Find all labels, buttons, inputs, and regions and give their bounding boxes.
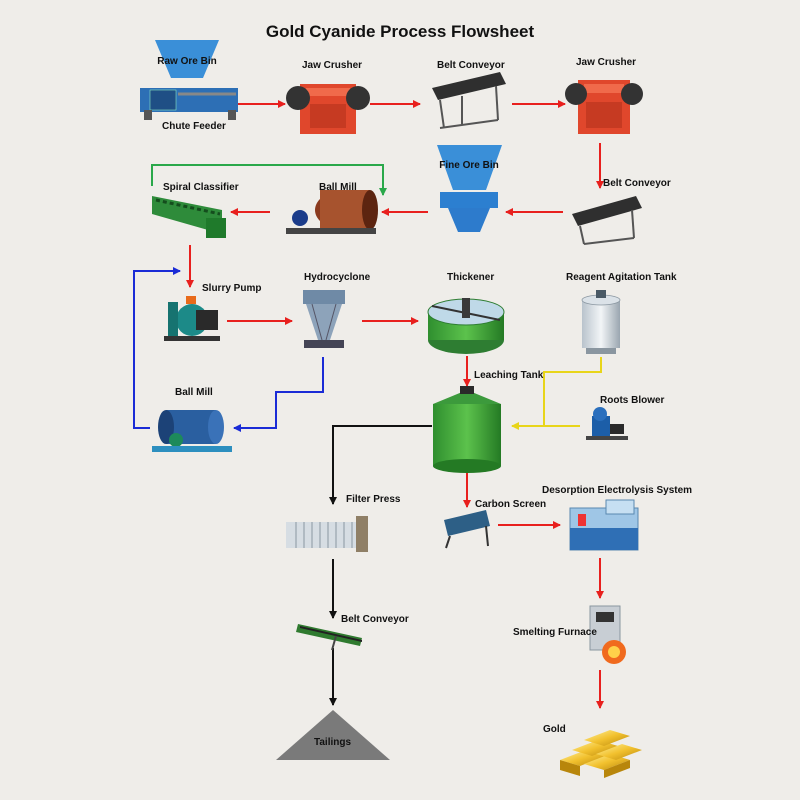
ball-mill-icon (152, 410, 232, 452)
carbon-screen-label: Carbon Screen (475, 499, 547, 510)
smelting-furnace-label: Smelting Furnace (513, 627, 597, 638)
thickener-label: Thickener (447, 272, 495, 283)
raw-ore-bin-label: Raw Ore Bin (157, 56, 216, 67)
belt-conveyor-2-label: Belt Conveyor (603, 178, 671, 189)
smelting-furnace-icon (589, 605, 626, 664)
thickener-icon (427, 298, 505, 354)
slurry-pump-icon (164, 296, 220, 341)
belt-conveyor-icon (432, 72, 506, 129)
arrow-cyclone-to-mill2 (233, 357, 324, 432)
filter-press-label: Filter Press (346, 494, 401, 505)
spiral-classifier-label: Spiral Classifier (163, 182, 239, 193)
spiral-classifier-icon (152, 196, 226, 238)
arrow-mill2-to-pump (133, 267, 181, 429)
jaw-crusher-icon (286, 84, 370, 134)
belt-conveyor-1-label: Belt Conveyor (437, 60, 505, 71)
hydrocyclone-icon (303, 290, 345, 348)
agitation-tank-icon (581, 290, 621, 354)
flow-arrows (133, 100, 604, 709)
arrow-classifier-return (151, 164, 387, 196)
fine-ore-bin-label: Fine Ore Bin (439, 160, 498, 171)
tailings-label: Tailings (314, 737, 352, 748)
hydrocyclone-label: Hydrocyclone (304, 272, 371, 283)
ball-mill-icon (286, 190, 378, 234)
arrow-leach-to-filter (329, 425, 432, 505)
belt-conveyor-3-label: Belt Conveyor (341, 614, 409, 625)
jaw-crusher-icon (565, 80, 643, 134)
desorption-label: Desorption Electrolysis System (542, 485, 693, 496)
belt-conveyor-icon (572, 196, 642, 245)
jaw-crusher-2-label: Jaw Crusher (576, 57, 637, 68)
chute-feeder-label: Chute Feeder (162, 121, 226, 132)
belt-conveyor-icon (296, 624, 362, 651)
gold-label: Gold (543, 724, 566, 735)
electrolysis-icon (569, 499, 639, 551)
carbon-screen-icon (444, 510, 490, 549)
roots-blower-label: Roots Blower (600, 395, 665, 406)
leaching-tank-label: Leaching Tank (474, 370, 544, 381)
reagent-tank-label: Reagent Agitation Tank (566, 272, 677, 283)
chute-feeder-icon (140, 88, 238, 120)
filter-press-icon (286, 516, 368, 552)
arrow-reagent-to-leach (511, 357, 602, 430)
gold-bars-icon (560, 730, 642, 778)
leaching-tank-icon (433, 386, 501, 473)
bin-icon (437, 145, 502, 232)
jaw-crusher-1-label: Jaw Crusher (302, 60, 363, 71)
roots-blower-icon (586, 407, 628, 440)
page-title: Gold Cyanide Process Flowsheet (265, 22, 535, 41)
ball-mill-1-label: Ball Mill (319, 182, 357, 193)
ball-mill-2-label: Ball Mill (175, 387, 213, 398)
tailings-pile-icon (276, 710, 390, 760)
slurry-pump-label: Slurry Pump (202, 283, 262, 294)
bin-icon (155, 40, 219, 78)
